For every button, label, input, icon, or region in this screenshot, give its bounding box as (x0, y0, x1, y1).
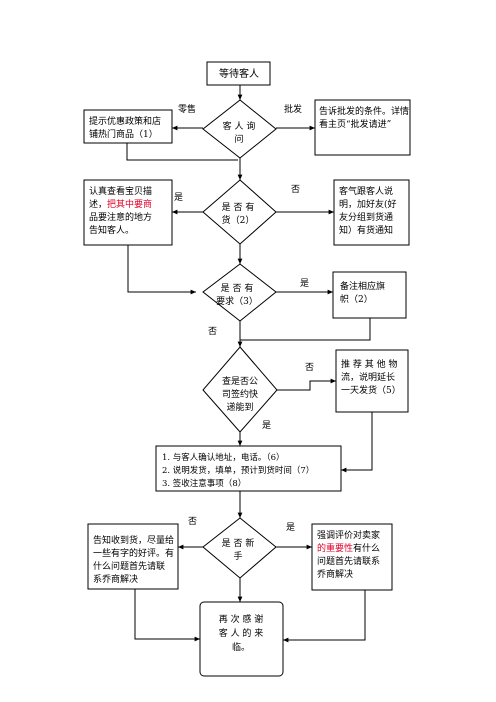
old-box-line-1: 告知收到货，尽量给 (93, 534, 174, 546)
edge-retail-merge (126, 143, 238, 161)
has-req-line-1: 是 否 有 (221, 282, 254, 294)
thanks-line-1: 再 次 感 谢 (219, 613, 264, 625)
wholesale-box (314, 99, 411, 156)
new-customer-box (311, 523, 393, 591)
label-express-yes: 是 (262, 420, 271, 431)
start-node (206, 61, 271, 86)
describe-box (83, 179, 173, 246)
thanks-line-2: 客 人 的 来 (219, 627, 264, 639)
ask-line-2: 问 (234, 133, 243, 145)
new-box-line-2: 的重要性有什么 (317, 542, 380, 554)
start-line-1: 等待客人 (219, 67, 259, 80)
steps-box-line-1: 1. 与客人确认地址，电话。（6） (162, 452, 284, 463)
wholesale-box-line-1: 告诉批发的条件。详情 (319, 105, 409, 117)
is-new-line-1: 是 否 新 (222, 537, 255, 549)
ask-decision (202, 99, 277, 159)
edge-recommend-steps (341, 412, 373, 473)
describe-box-line-4: 告知客人。 (89, 224, 134, 236)
notify-box-line-2: 明，加好友(好 (339, 198, 397, 210)
express-line-2: 司签约快 (222, 388, 258, 400)
describe-box-line-1: 认真查看宝贝描 (89, 185, 152, 197)
edge-old-thanks (134, 589, 200, 642)
ask-line-1: 客 人 询 (223, 120, 256, 132)
notify-box-line-1: 客气跟客人说 (339, 185, 393, 197)
label-stock-yes: 是 (174, 192, 183, 203)
note-box-line-1: 备注相应旗 (340, 280, 385, 292)
label-new-yes: 是 (286, 522, 295, 533)
new-box-line-1: 强调评价对卖家 (317, 529, 380, 541)
describe-box-line-2: 述，把其中要商 (89, 198, 152, 210)
label-wholesale: 批发 (284, 103, 302, 115)
edge-express-recommend (277, 378, 336, 391)
retail-box (83, 109, 173, 144)
old-box-line-2: 一些有字的好评。有 (93, 547, 174, 559)
new-box-line-4: 乔商解决 (317, 568, 353, 580)
steps-box-line-2: 2. 说明发货，填单，预计到货时间（7） (162, 465, 314, 476)
old-customer-box (87, 523, 179, 590)
req-decision (202, 263, 277, 322)
recommend-box (335, 349, 409, 413)
note-box (332, 271, 407, 319)
recommend-box-line-2: 流，说明延长 (341, 371, 395, 383)
express-decision (202, 346, 278, 433)
shapes (83, 61, 411, 677)
notify-box-line-4: 知）有货通知 (339, 224, 393, 236)
new-box-line-3: 问题首先请联系 (317, 555, 380, 567)
notify-box-line-3: 友分组到货通 (339, 211, 393, 223)
retail-box-line-2: 铺热门商品（1） (89, 128, 158, 140)
connectors (126, 85, 373, 643)
label-retail: 零售 (178, 103, 196, 115)
label-stock-no: 否 (291, 184, 300, 195)
thanks-node (199, 601, 284, 677)
old-box-line-4: 系乔商解决 (93, 573, 138, 585)
has-req-line-2: 要求（3） (216, 295, 258, 307)
has-stock-line-2: 货（2） (222, 214, 255, 226)
thanks-line-3: 临。 (232, 641, 250, 653)
label-express-no: 否 (305, 362, 314, 373)
express-line-1: 查是否公 (222, 375, 258, 387)
notify-box (333, 179, 410, 246)
edge-describe-req (127, 245, 196, 295)
edge-new-thanks-right (283, 590, 366, 643)
recommend-box-line-3: 一天发货（5） (341, 384, 401, 396)
label-req-no: 否 (208, 326, 217, 337)
edge-labels: 零售 批发 是 否 是 否 否 是 否 是 (174, 103, 314, 533)
is-new-line-2: 手 (233, 550, 242, 562)
stock-decision (202, 179, 277, 245)
recommend-box-line-1: 推 荐 其 他 物 (341, 358, 397, 370)
new-decision (202, 517, 277, 579)
note-box-line-2: 帜（2） (340, 293, 373, 305)
old-box-line-3: 什么问题首先请联 (93, 560, 165, 572)
wholesale-box-line-2: 看主页“批发请进” (319, 118, 391, 130)
label-req-yes: 是 (300, 278, 309, 289)
express-line-3: 递能到 (226, 401, 253, 413)
steps-box (155, 445, 342, 492)
has-stock-line-1: 是 否 有 (222, 201, 255, 213)
edge-note-merge (240, 318, 371, 341)
label-new-no: 否 (188, 516, 197, 527)
retail-box-line-1: 提示优惠政策和店 (89, 115, 161, 127)
steps-box-line-3: 3. 签收注意事项（8） (162, 478, 246, 489)
describe-box-line-3: 品要注意的地方 (89, 211, 152, 223)
